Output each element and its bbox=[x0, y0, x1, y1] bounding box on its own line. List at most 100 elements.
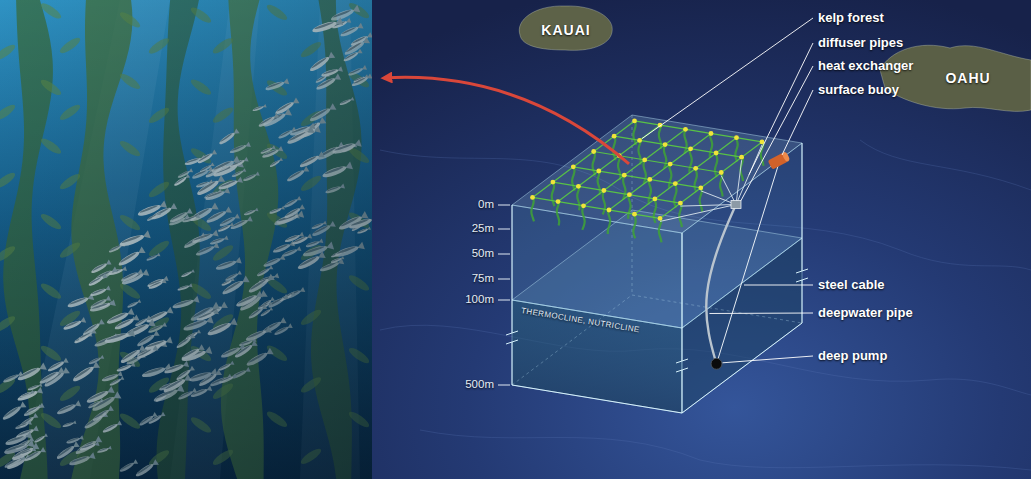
depth-label: 500m bbox=[465, 378, 494, 391]
farm-model bbox=[384, 77, 808, 413]
grid-line bbox=[660, 142, 762, 219]
diffuser-node bbox=[551, 180, 556, 185]
islands bbox=[519, 6, 1031, 111]
depth-label: 100m bbox=[465, 293, 494, 306]
box-edge bbox=[512, 205, 513, 333]
kelp-strand bbox=[689, 149, 692, 173]
diffuser-node bbox=[673, 181, 678, 186]
diffuser-node bbox=[653, 197, 658, 202]
surface-plane bbox=[512, 115, 802, 233]
deep-pump bbox=[711, 358, 722, 369]
diffuser-node bbox=[719, 170, 724, 175]
kelp-strand bbox=[598, 171, 601, 195]
diffuser-node bbox=[642, 158, 647, 163]
leader-line bbox=[723, 356, 814, 363]
grid-line bbox=[635, 138, 737, 215]
kelp-strand bbox=[735, 138, 737, 162]
leader-line bbox=[709, 313, 813, 314]
diffuser-node bbox=[637, 138, 642, 143]
depth-label: 0m bbox=[478, 198, 494, 211]
kelp-strand bbox=[552, 182, 555, 206]
diffuser-node bbox=[688, 146, 693, 151]
diffuser-node bbox=[581, 203, 586, 208]
hidden-edge bbox=[632, 115, 633, 295]
kelp-strand bbox=[644, 160, 646, 184]
relief-line bbox=[420, 430, 1031, 470]
box-edge bbox=[512, 323, 802, 413]
diffuser-node bbox=[576, 184, 581, 189]
diffuser-node bbox=[709, 131, 714, 136]
leader-line bbox=[741, 66, 813, 201]
kelp-strand bbox=[603, 191, 605, 215]
grid-line bbox=[533, 197, 661, 218]
depth-label: 75m bbox=[472, 272, 494, 285]
kelp-strand bbox=[531, 197, 534, 221]
kelp-strand bbox=[674, 184, 676, 208]
kelp-strand bbox=[633, 121, 636, 145]
callout-label: deepwater pipe bbox=[818, 306, 913, 321]
diffuser-node bbox=[714, 151, 719, 156]
grid-line bbox=[635, 121, 763, 142]
depth-label: 50m bbox=[472, 247, 494, 260]
break-mark bbox=[796, 269, 808, 273]
island-shape bbox=[519, 6, 612, 50]
diffuser-node bbox=[556, 199, 561, 204]
depth-tick bbox=[498, 254, 510, 255]
box-edge bbox=[682, 370, 683, 413]
diffuser-node bbox=[607, 208, 612, 213]
kelp-strand bbox=[669, 164, 672, 188]
kelp-strand bbox=[618, 156, 621, 180]
island-label: KAUAI bbox=[541, 22, 590, 38]
grid-line bbox=[573, 167, 701, 188]
layer-label: THERMOCLINE, NUTRICLINE bbox=[521, 306, 641, 335]
diffuser-node bbox=[571, 164, 576, 169]
photo-water bbox=[0, 0, 372, 479]
kelp-strand bbox=[684, 129, 686, 153]
kelp-strand bbox=[577, 186, 580, 210]
surface-buoy bbox=[768, 151, 791, 169]
kelp-photo bbox=[0, 0, 372, 479]
island-label: OAHU bbox=[945, 70, 990, 86]
callout-label: deep pump bbox=[818, 349, 887, 364]
diffuser-node bbox=[739, 155, 744, 160]
kelp-strand bbox=[608, 210, 611, 234]
depth-tick bbox=[498, 279, 510, 280]
leader-lines bbox=[642, 18, 813, 363]
break-mark bbox=[506, 331, 518, 335]
kelp-strand bbox=[648, 179, 651, 203]
diffuser-pipe bbox=[680, 205, 736, 207]
kelp-strand bbox=[613, 136, 616, 160]
heat-exchanger bbox=[731, 201, 741, 209]
kelp-strand bbox=[593, 152, 596, 176]
kelp-strand bbox=[654, 199, 656, 223]
kelp-strand bbox=[710, 134, 713, 158]
ocean-map bbox=[372, 0, 1031, 479]
grid-line bbox=[594, 152, 722, 173]
kelp-grid bbox=[530, 119, 764, 243]
grid-line bbox=[614, 136, 742, 157]
diffuser-pipes bbox=[660, 145, 762, 222]
diffuser-node bbox=[734, 135, 739, 140]
diffuser-node bbox=[647, 177, 652, 182]
callout-label: steel cable bbox=[818, 278, 885, 293]
break-mark bbox=[506, 340, 518, 344]
break-mark bbox=[676, 359, 688, 363]
diffuser-node bbox=[663, 142, 668, 147]
kelp-strand bbox=[679, 203, 682, 227]
kelp-strand bbox=[715, 153, 717, 177]
kelp-strand bbox=[664, 145, 666, 169]
photo-shade bbox=[0, 0, 372, 479]
diffuser-node bbox=[693, 166, 698, 171]
depth-tick bbox=[498, 385, 510, 386]
kelp-strand bbox=[659, 125, 662, 149]
leader-line bbox=[782, 90, 813, 155]
kelp-strand bbox=[695, 168, 697, 192]
kelp-strand bbox=[659, 218, 662, 242]
diffuser-node bbox=[668, 162, 673, 167]
relief-line bbox=[860, 140, 1031, 190]
callout-label: heat exchanger bbox=[818, 59, 913, 74]
grid-line bbox=[533, 121, 635, 197]
diffuser-node bbox=[602, 188, 607, 193]
